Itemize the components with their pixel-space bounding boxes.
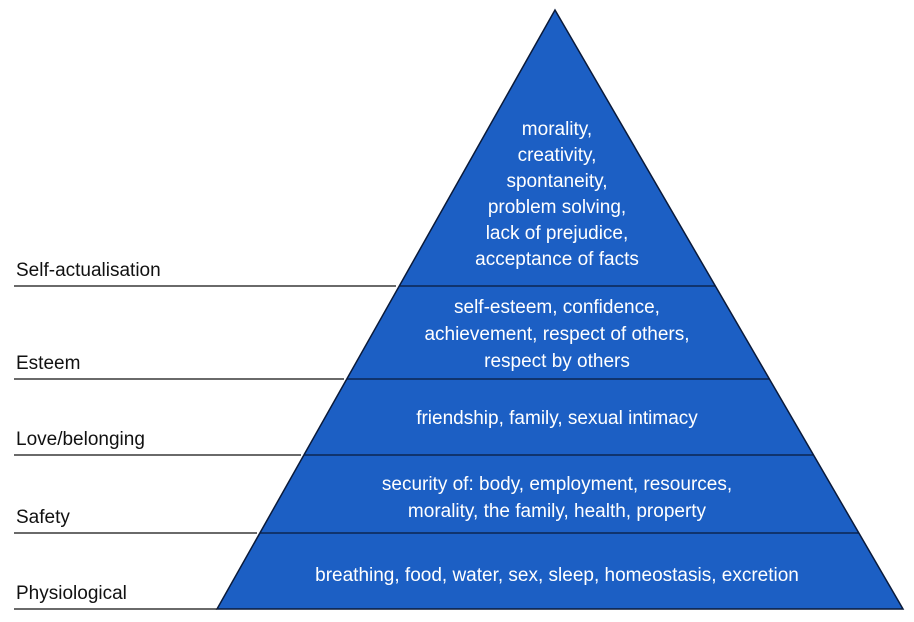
description-safety: security of: body, employment, resources… xyxy=(382,474,732,522)
description-physiological: breathing, food, water, sex, sleep, home… xyxy=(315,565,799,586)
description-esteem: self-esteem, confidence, achievement, re… xyxy=(424,297,689,372)
level-descriptions: morality, creativity, spontaneity, probl… xyxy=(315,119,799,586)
description-line: achievement, respect of others, xyxy=(424,324,689,345)
level-label-physiological: Physiological xyxy=(16,583,127,604)
pyramid-bands xyxy=(259,285,859,534)
level-label-self-actualisation: Self-actualisation xyxy=(16,260,161,281)
description-self-actualisation: morality, creativity, spontaneity, probl… xyxy=(475,119,639,270)
description-line: morality, xyxy=(522,119,592,140)
description-line: respect by others xyxy=(484,351,630,372)
level-labels: Self-actualisation Esteem Love/belonging… xyxy=(16,260,161,604)
description-love-belonging: friendship, family, sexual intimacy xyxy=(416,408,698,429)
description-line: breathing, food, water, sex, sleep, home… xyxy=(315,565,799,586)
description-line: spontaneity, xyxy=(506,171,607,192)
level-label-safety: Safety xyxy=(16,507,70,528)
description-line: acceptance of facts xyxy=(475,249,639,270)
description-line: problem solving, xyxy=(488,197,626,218)
label-dividers xyxy=(14,285,396,610)
description-line: self-esteem, confidence, xyxy=(454,297,660,318)
description-line: security of: body, employment, resources… xyxy=(382,474,732,495)
description-line: lack of prejudice, xyxy=(486,223,629,244)
level-label-esteem: Esteem xyxy=(16,353,80,374)
level-label-love-belonging: Love/belonging xyxy=(16,429,145,450)
description-line: morality, the family, health, property xyxy=(408,501,707,522)
description-line: creativity, xyxy=(518,145,597,166)
pyramid-shape xyxy=(215,8,905,610)
description-line: friendship, family, sexual intimacy xyxy=(416,408,698,429)
